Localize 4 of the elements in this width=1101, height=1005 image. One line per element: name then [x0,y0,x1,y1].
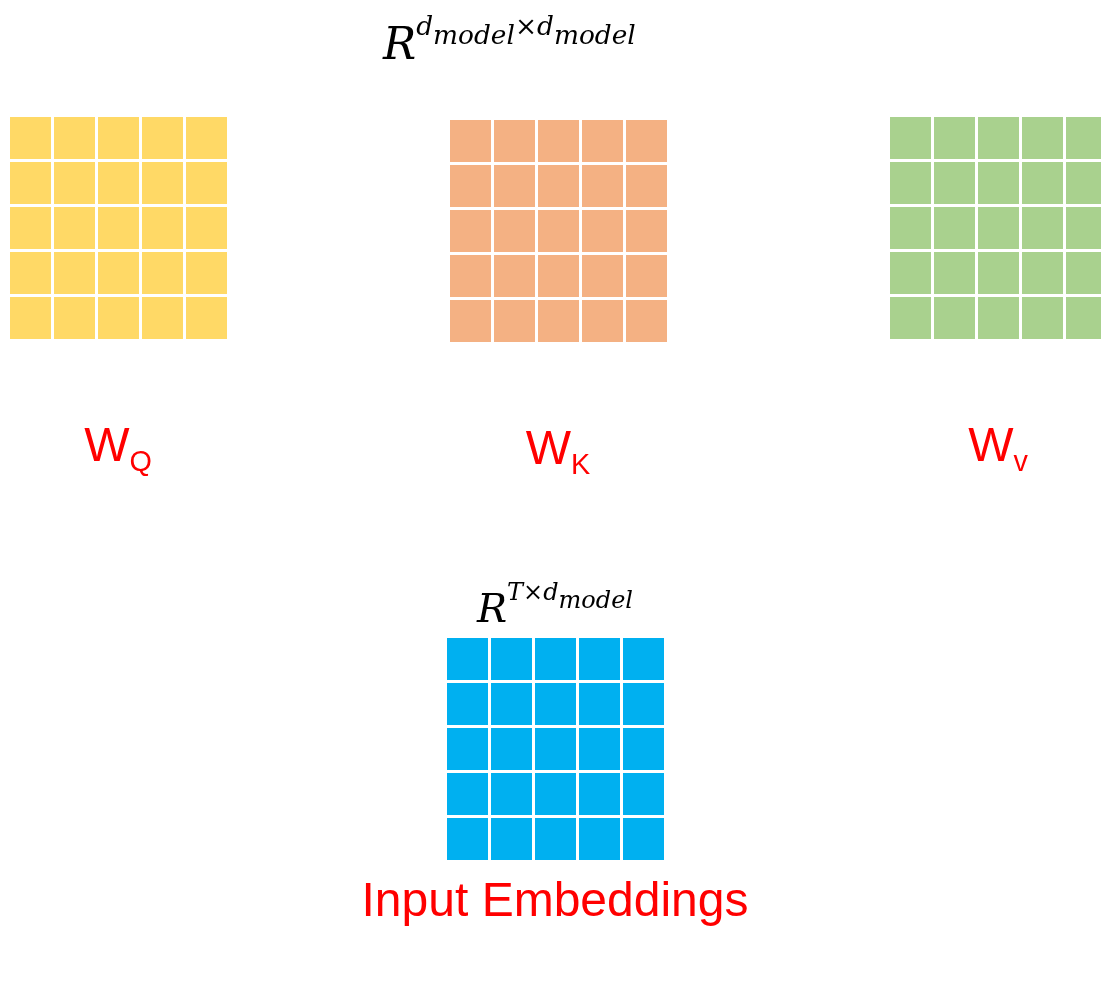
matrix-label: W$_{K}$ [525,422,591,481]
matrix-label: W$_{v}$ [968,419,1028,478]
matrix-label: W$_{Q}$ [84,419,152,478]
matrix-label: Input Embeddings [361,873,749,927]
